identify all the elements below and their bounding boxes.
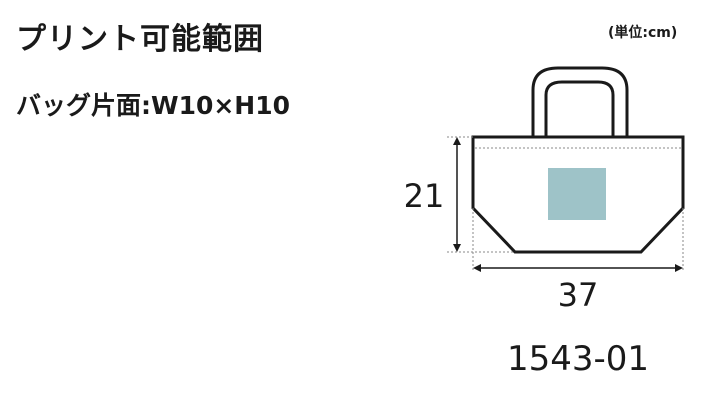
height-dimension-arrow [453, 137, 461, 252]
page-title: プリント可能範囲 [16, 22, 264, 57]
width-dimension-arrow [473, 264, 683, 272]
print-area [548, 168, 606, 220]
bag-handle [531, 66, 629, 137]
unit-label: (単位:cm) [608, 25, 678, 41]
print-area-spec: バッグ片面:W10×H10 [16, 91, 291, 120]
extension-lines [447, 136, 684, 272]
model-number: 1543-01 [507, 339, 649, 379]
width-dimension-label: 37 [558, 276, 599, 314]
height-dimension-label: 21 [404, 177, 445, 215]
